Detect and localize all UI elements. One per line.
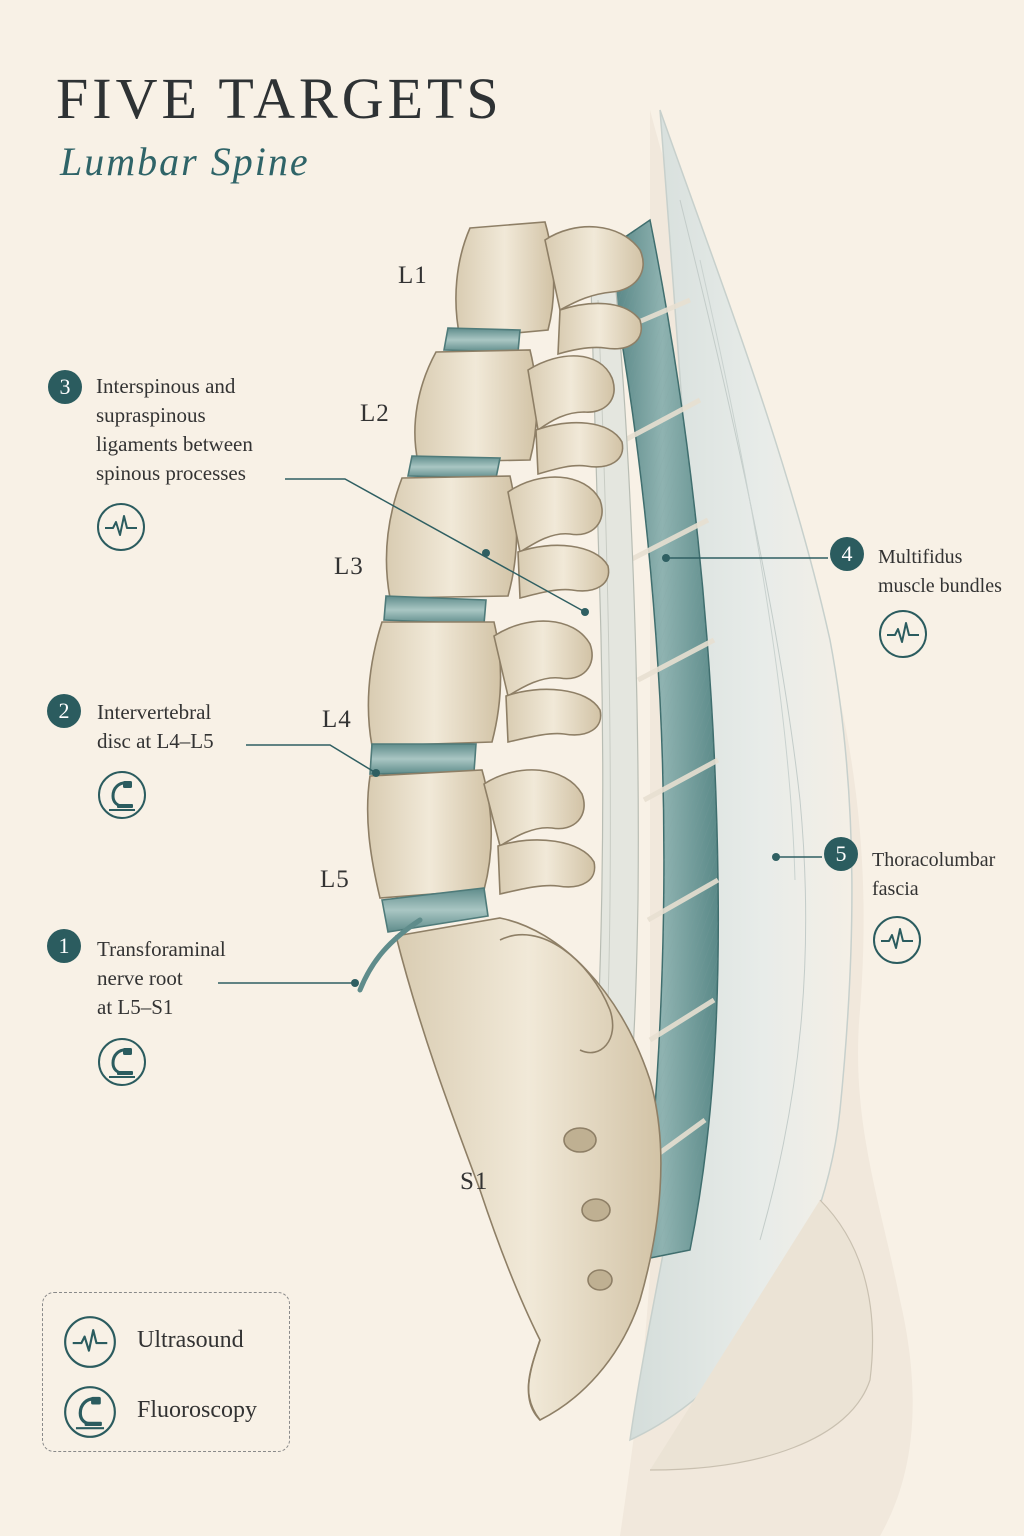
ultrasound-icon <box>873 916 921 964</box>
callout-number-1: 1 <box>47 929 81 963</box>
vertebra-label-l3: L3 <box>334 553 364 580</box>
leader-lines <box>218 478 828 984</box>
callout-text-2: Intervertebral disc at L4–L5 <box>97 700 214 753</box>
callout-text-5: Thoracolumbar fascia <box>872 849 996 900</box>
leader-dots <box>351 549 780 987</box>
leader-dot-4 <box>662 554 670 562</box>
callout-number-3: 3 <box>48 370 82 404</box>
multifidus-muscle <box>605 218 720 1261</box>
page-title: FIVE TARGETS <box>56 66 503 131</box>
callout-number-5: 5 <box>824 837 858 871</box>
legend-label-fluoroscopy: Fluoroscopy <box>137 1397 257 1423</box>
ultrasound-icon <box>97 503 145 551</box>
leader-dot-3b <box>581 608 589 616</box>
callout-number-4: 4 <box>830 537 864 571</box>
legend-label-ultrasound: Ultrasound <box>137 1327 244 1353</box>
leader-line-3 <box>285 478 586 613</box>
fluoroscopy-icon <box>98 1038 146 1086</box>
vertebra-label-l5: L5 <box>320 866 350 893</box>
vertebra-label-l2: L2 <box>360 400 390 427</box>
vertebra-label-s1: S1 <box>460 1168 489 1195</box>
leader-dot-5 <box>772 853 780 861</box>
callout-text-4: Multifidus muscle bundles <box>878 546 1002 597</box>
page-subtitle: Lumbar Spine <box>60 139 310 184</box>
nerve-root <box>357 917 423 993</box>
callout-number-2: 2 <box>47 694 81 728</box>
ultrasound-icon <box>879 610 927 658</box>
vertebra-label-l1: L1 <box>398 262 428 289</box>
ultrasound-icon <box>64 1316 116 1368</box>
leader-dot-1 <box>351 979 359 987</box>
leader-dot-2 <box>372 769 380 777</box>
vertebral-column <box>366 221 662 1421</box>
vertebra-label-l4: L4 <box>322 706 352 733</box>
callout-text-3: Interspinous and supraspinous ligaments … <box>96 374 253 485</box>
leader-line-2 <box>246 744 377 774</box>
fluoroscopy-icon <box>64 1386 116 1438</box>
legend: Ultrasound Fluoroscopy <box>42 1292 290 1452</box>
callout-text-1: Transforaminal nerve root at L5–S1 <box>97 937 226 1019</box>
leader-dot-3a <box>482 549 490 557</box>
fluoroscopy-icon <box>98 771 146 819</box>
